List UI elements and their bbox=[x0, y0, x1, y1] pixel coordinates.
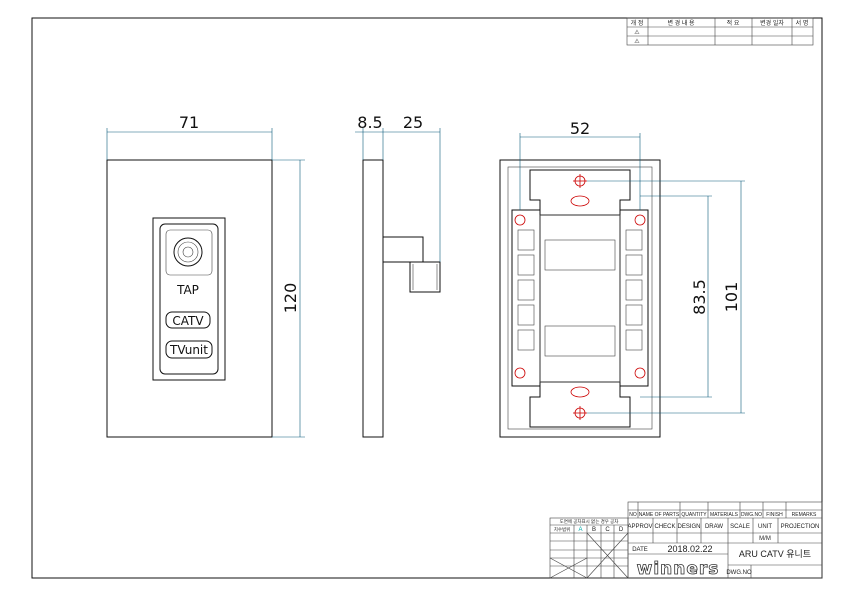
tolerance-header: D bbox=[619, 527, 624, 533]
side-view: 8.5 25 bbox=[355, 113, 441, 438]
tvunit-label: TVunit bbox=[169, 343, 208, 357]
back-view: 52 83.5 101 bbox=[499, 119, 745, 438]
date-label: DATE bbox=[632, 547, 648, 553]
parts-header: FINISH bbox=[766, 512, 783, 518]
date-value: 2018.02.22 bbox=[667, 544, 712, 554]
parts-header: NO bbox=[629, 512, 637, 518]
rev-header: 개 정 bbox=[631, 19, 644, 27]
depth-dimension: 25 bbox=[403, 113, 423, 132]
projection-label: PROJECTION bbox=[781, 524, 820, 530]
tolerance-header: A bbox=[578, 527, 582, 533]
rev-header: 적 요 bbox=[727, 20, 740, 27]
front-view: TAP CATV TVunit 71 120 bbox=[106, 113, 305, 438]
catv-label: CATV bbox=[172, 314, 204, 328]
rev-header: 변경 일자 bbox=[760, 19, 784, 27]
parts-header: MATERIALS bbox=[710, 512, 739, 518]
thickness-dimension: 8.5 bbox=[357, 113, 382, 132]
rev-header: 서 명 bbox=[796, 19, 809, 27]
back-height-dimension: 101 bbox=[722, 282, 741, 313]
rev-mark: ⚠ bbox=[634, 38, 640, 45]
parts-header: NAME OF PARTS bbox=[639, 512, 680, 518]
dwg-no-label: DWG.NO bbox=[726, 570, 752, 576]
sheet-border bbox=[31, 17, 823, 579]
approval-header: APPROV bbox=[627, 524, 652, 530]
height-dimension: 120 bbox=[281, 283, 300, 314]
tap-label: TAP bbox=[176, 283, 199, 297]
parts-header: REMARKS bbox=[792, 512, 817, 518]
width-dimension: 71 bbox=[179, 113, 199, 132]
f-connector-icon bbox=[173, 237, 203, 267]
parts-header: QUANTITY bbox=[681, 512, 707, 518]
hole-pitch-dimension: 83.5 bbox=[690, 279, 709, 315]
rev-header: 변 경 내 용 bbox=[667, 19, 695, 27]
tolerance-header: 치수범위 bbox=[554, 526, 571, 533]
mounting-hole-icon bbox=[514, 174, 646, 420]
approval-header: CHECK bbox=[654, 524, 675, 530]
revision-table: 개 정 변 경 내 용 적 요 변경 일자 서 명 ⚠ ⚠ bbox=[626, 17, 814, 46]
title-block: NO NAME OF PARTS QUANTITY MATERIALS DWG.… bbox=[627, 501, 823, 579]
tolerance-table: 도면에 공차표시 없는 경우 공차 치수범위 A B C D bbox=[549, 517, 629, 579]
rev-mark: ⚠ bbox=[634, 29, 640, 36]
company-logo: winners bbox=[637, 559, 720, 579]
tolerance-title: 도면에 공차표시 없는 경우 공차 bbox=[560, 518, 620, 525]
back-width-dimension: 52 bbox=[570, 119, 590, 138]
tolerance-header: B bbox=[592, 527, 596, 533]
parts-header: DWG.NO bbox=[741, 512, 762, 518]
tolerance-header: C bbox=[605, 527, 610, 533]
approval-header: DESIGN bbox=[677, 524, 700, 530]
approval-header: DRAW bbox=[705, 524, 723, 530]
drawing-title: ARU CATV 유니트 bbox=[739, 549, 811, 559]
scale-label: SCALE bbox=[730, 524, 750, 530]
unit-label: UNIT bbox=[758, 524, 772, 530]
unit-value: M/M bbox=[759, 536, 771, 542]
